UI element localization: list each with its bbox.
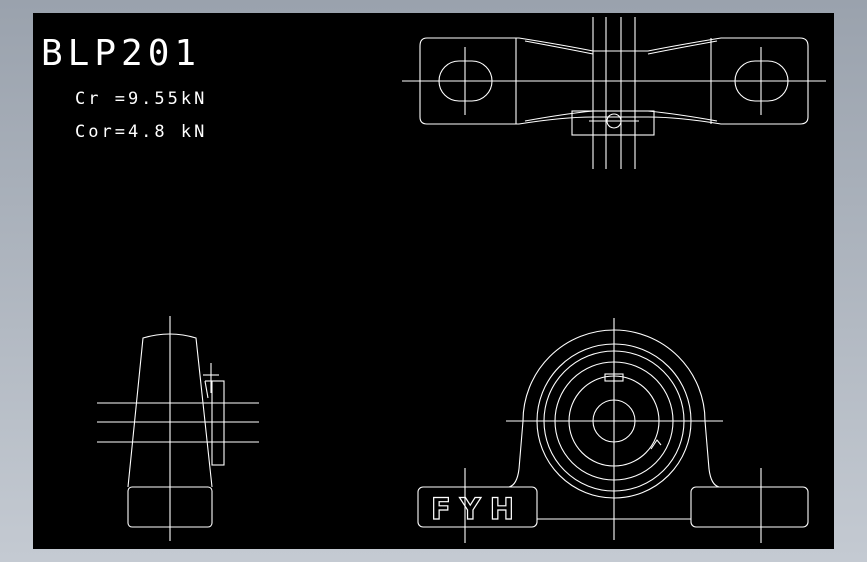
front-view: FYH [417,318,809,543]
static-load-rating: Cor=4.8 kN [75,122,208,142]
dynamic-load-rating: Cr =9.55kN [75,89,208,109]
brand-logo: FYH [431,492,523,526]
model-title: BLP201 [41,33,202,74]
cad-viewport[interactable]: FYH BLP201 Cr =9.55kN Cor=4.8 kN [33,13,834,549]
bearing-drawing: FYH [97,17,826,543]
side-view [97,316,259,541]
top-view [402,17,826,169]
